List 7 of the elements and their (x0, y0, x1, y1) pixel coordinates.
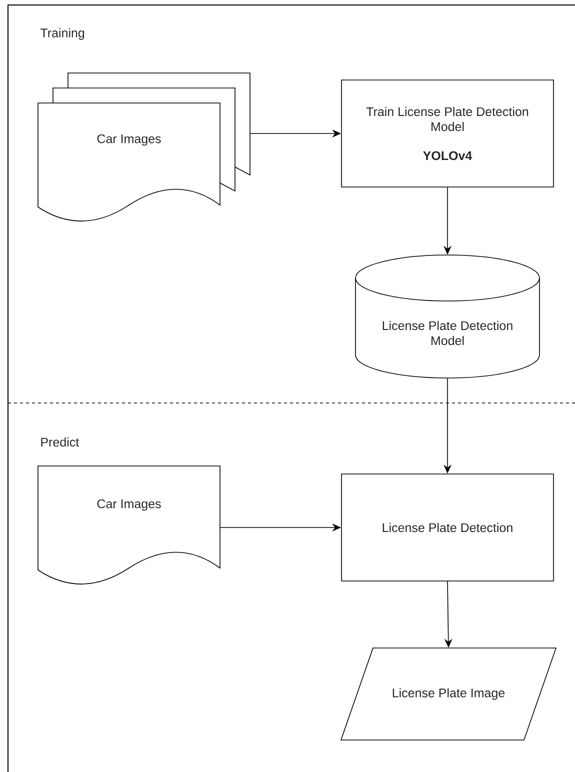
process-box: Train License Plate Detection Model YOLOv4 (341, 80, 554, 188)
database-cylinder: License Plate Detection Model (355, 254, 540, 378)
node-label: License Plate Detection Model (382, 320, 512, 346)
process-box: License Plate Detection (341, 474, 554, 582)
document-stack: Car Images (38, 72, 250, 222)
section-label: Training (40, 28, 84, 40)
section-label: Predict (41, 437, 79, 447)
